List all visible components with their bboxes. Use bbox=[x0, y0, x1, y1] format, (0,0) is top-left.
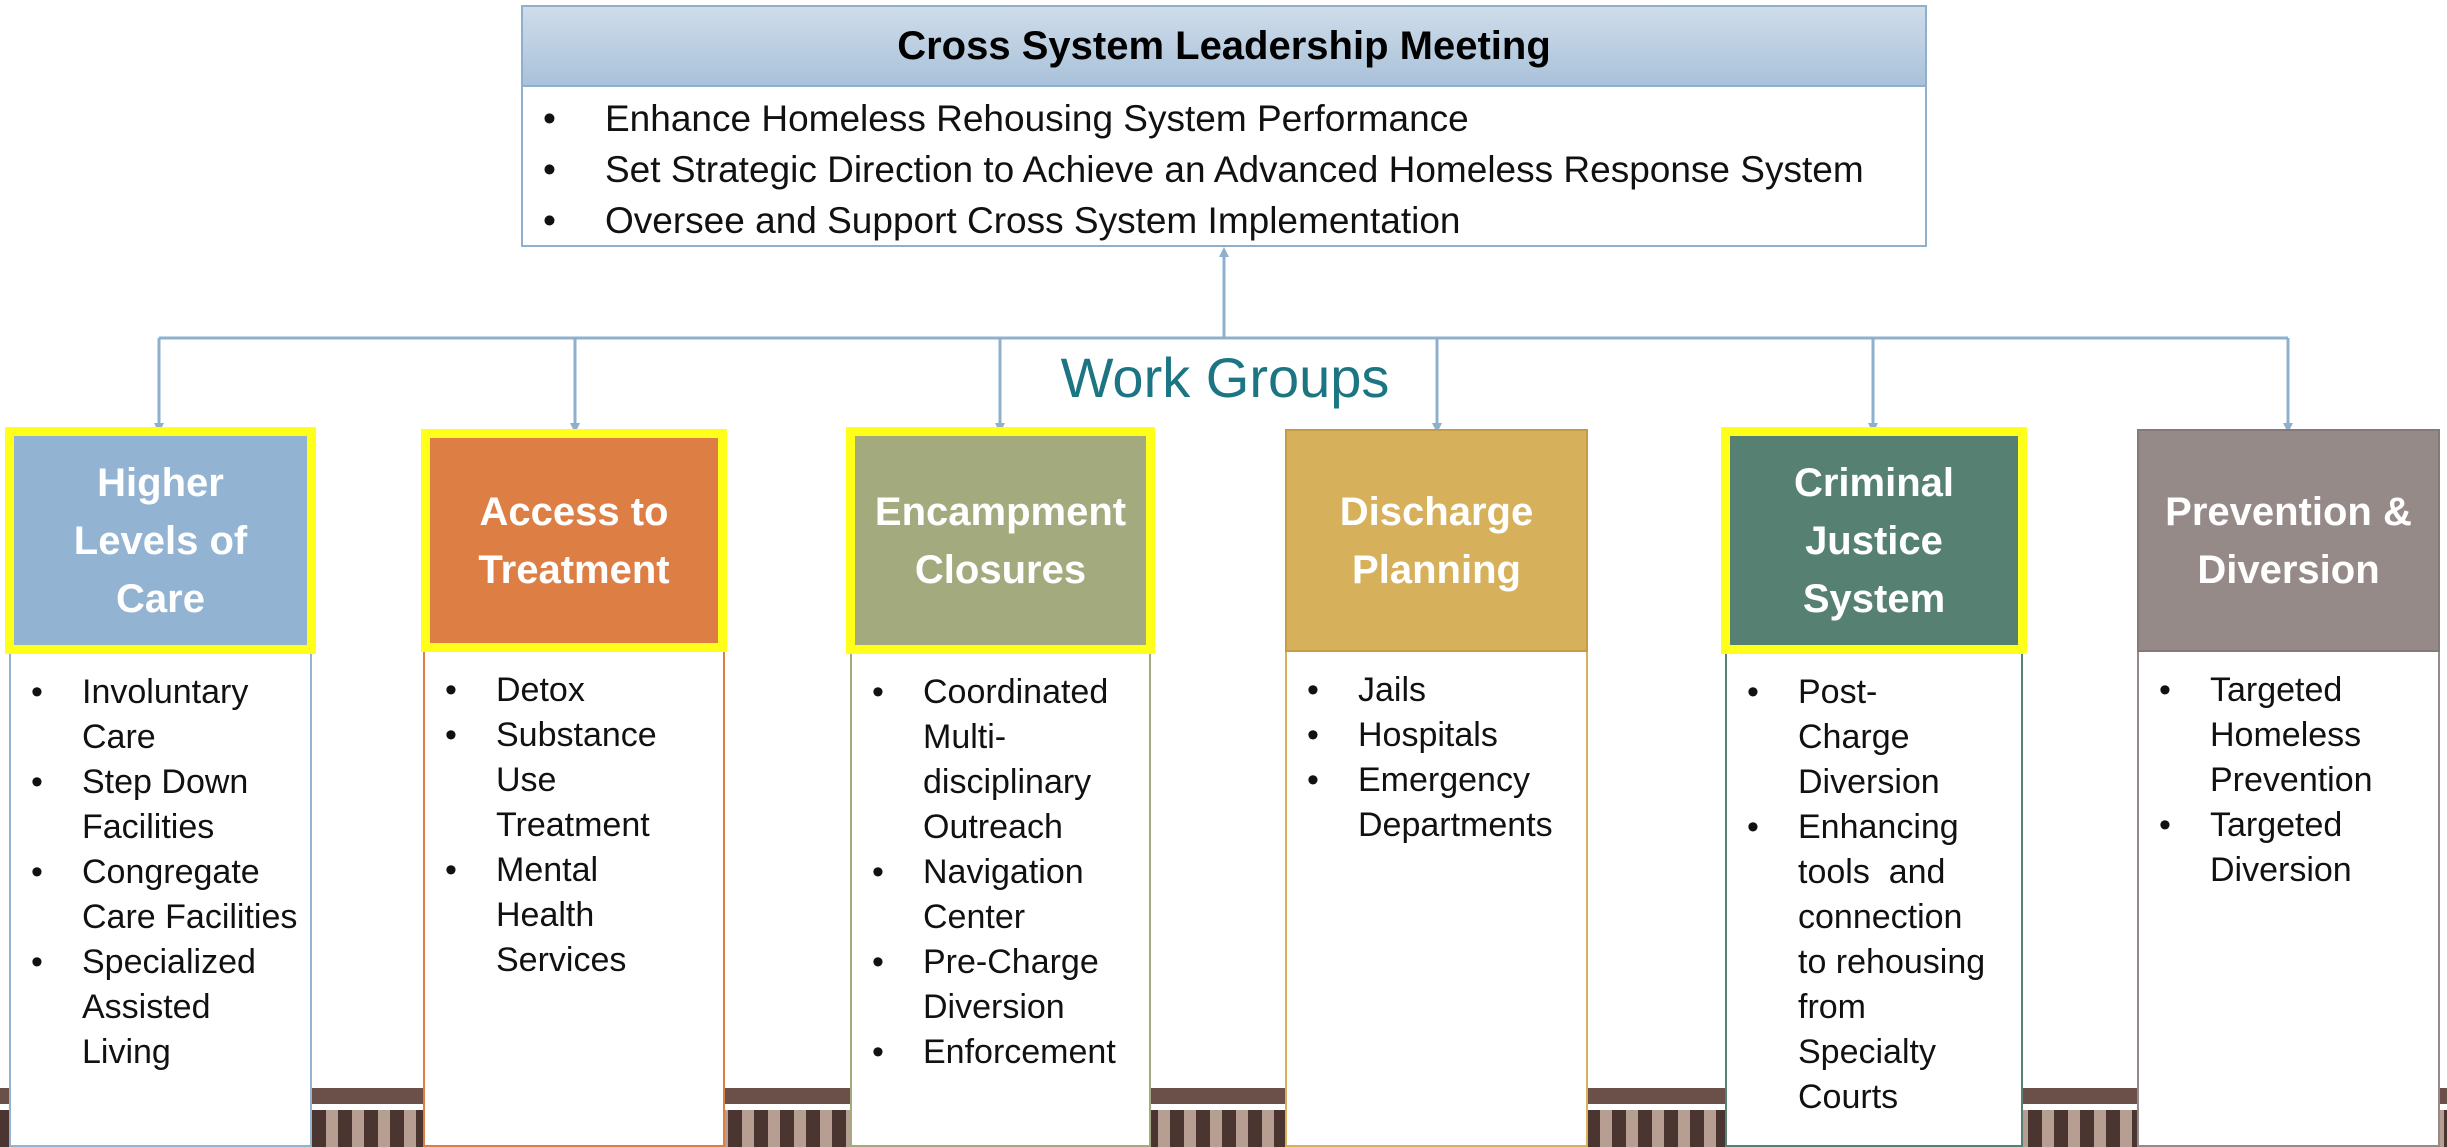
list-item-text: Post-Charge Diversion bbox=[1798, 673, 1940, 801]
list-item-text: Enhancing tools and connection to rehous… bbox=[1798, 808, 1995, 1116]
group-body-encampment-closures: • Coordinated Multi-disciplinary Outreach… bbox=[850, 654, 1151, 1147]
list-item: • Jails bbox=[1307, 668, 1580, 713]
bullet-icon: • bbox=[31, 763, 43, 801]
group-title: Encampment Closures bbox=[874, 489, 1127, 592]
list-item-text: Pre-Charge Diversion bbox=[923, 943, 1099, 1026]
bullet-icon: • bbox=[445, 851, 457, 889]
group-title: Prevention & Diversion bbox=[2165, 489, 2412, 592]
list-item-text: Step Down Facilities bbox=[82, 763, 249, 846]
list-item: • Hospitals bbox=[1307, 713, 1580, 758]
group-header-access-to-treatment: Access to Treatment bbox=[421, 429, 727, 652]
bullet-icon: • bbox=[1307, 761, 1319, 799]
list-item: • Set Strategic Direction to Achieve an A… bbox=[543, 144, 1925, 195]
group-header-encampment-closures: Encampment Closures bbox=[846, 427, 1155, 654]
list-item: • Navigation Center bbox=[872, 850, 1143, 940]
bullet-icon: • bbox=[2159, 806, 2171, 844]
group-body-access-to-treatment: • Detox • Substance Use Treatment • Mental … bbox=[423, 652, 725, 1147]
list-item-text: Specialized Assisted Living bbox=[82, 943, 256, 1071]
list-item-text: Hospitals bbox=[1358, 716, 1498, 754]
group-title: Access to Treatment bbox=[478, 489, 670, 592]
group-body-discharge-planning: • Jails • Hospitals • Emergency Departments bbox=[1285, 652, 1588, 1147]
bullet-icon: • bbox=[445, 716, 457, 754]
list-item-text: Enhance Homeless Rehousing System Perfor… bbox=[605, 98, 1469, 139]
bullet-icon: • bbox=[1307, 671, 1319, 709]
list-item: • Involuntary Care bbox=[31, 670, 304, 760]
bullet-icon: • bbox=[31, 853, 43, 891]
list-item: • Coordinated Multi-disciplinary Outreach bbox=[872, 670, 1143, 850]
list-item: • Pre-Charge Diversion bbox=[872, 940, 1143, 1030]
group-title: Criminal Justice System bbox=[1793, 460, 1955, 621]
list-item: • Targeted Diversion bbox=[2159, 803, 2432, 893]
bullet-icon: • bbox=[1307, 716, 1319, 754]
group-list: •Involuntary Care •Step Down Facilities … bbox=[31, 670, 304, 1075]
list-item-text: Congregate Care Facilities bbox=[82, 853, 298, 936]
list-item-text: Enforcement bbox=[923, 1033, 1116, 1071]
group-body-criminal-justice-system: • Post-Charge Diversion • Enhancing tools … bbox=[1725, 654, 2023, 1147]
group-body-higher-levels-of-care: •Involuntary Care •Step Down Facilities … bbox=[9, 654, 312, 1147]
bullet-icon: • bbox=[872, 673, 884, 711]
group-list: • Jails • Hospitals • Emergency Departments bbox=[1307, 668, 1580, 848]
footer-band bbox=[0, 1088, 2447, 1104]
list-item-text: Emergency Departments bbox=[1358, 761, 1553, 844]
list-item-text: Targeted Homeless Prevention bbox=[2210, 671, 2373, 799]
list-item-text: Navigation Center bbox=[923, 853, 1084, 936]
list-item: • Oversee and Support Cross System Implem… bbox=[543, 195, 1925, 246]
bullet-icon: • bbox=[543, 149, 556, 190]
bullet-icon: • bbox=[543, 98, 556, 139]
bullet-icon: • bbox=[31, 673, 43, 711]
group-header-criminal-justice-system: Criminal Justice System bbox=[1721, 427, 2027, 654]
bullet-icon: • bbox=[31, 943, 43, 981]
bullet-icon: • bbox=[872, 943, 884, 981]
list-item-text: Mental Health Services bbox=[496, 851, 627, 979]
group-list: • Coordinated Multi-disciplinary Outreach… bbox=[872, 670, 1143, 1075]
list-item: • Step Down Facilities bbox=[31, 760, 304, 850]
list-item-text: Substance Use Treatment bbox=[496, 716, 657, 844]
list-item: • Congregate Care Facilities bbox=[31, 850, 304, 940]
list-item: • Enhance Homeless Rehousing System Perfo… bbox=[543, 93, 1925, 144]
leadership-body: • Enhance Homeless Rehousing System Perfo… bbox=[521, 87, 1927, 247]
bullet-icon: • bbox=[1747, 673, 1759, 711]
bullet-icon: • bbox=[2159, 671, 2171, 709]
bullet-icon: • bbox=[872, 1033, 884, 1071]
list-item: • Enhancing tools and connection to rehou… bbox=[1747, 805, 2015, 1120]
leadership-list: • Enhance Homeless Rehousing System Perfo… bbox=[543, 93, 1925, 246]
list-item: • Post-Charge Diversion bbox=[1747, 670, 2015, 805]
list-item: • Specialized Assisted Living bbox=[31, 940, 304, 1075]
leadership-title: Cross System Leadership Meeting bbox=[897, 23, 1551, 68]
group-list: • Targeted Homeless Prevention • Targeted … bbox=[2159, 668, 2432, 893]
list-item-text: Oversee and Support Cross System Impleme… bbox=[605, 200, 1461, 241]
bullet-icon: • bbox=[872, 853, 884, 891]
list-item-text: Detox bbox=[496, 671, 585, 709]
group-list: • Post-Charge Diversion • Enhancing tools … bbox=[1747, 670, 2015, 1120]
leadership-header: Cross System Leadership Meeting bbox=[521, 5, 1927, 87]
list-item: • Emergency Departments bbox=[1307, 758, 1580, 848]
list-item: • Mental Health Services bbox=[445, 848, 717, 983]
group-header-higher-levels-of-care: Higher Levels of Care bbox=[5, 427, 316, 654]
list-item-text: Jails bbox=[1358, 671, 1427, 709]
list-item: • Enforcement bbox=[872, 1030, 1143, 1075]
group-list: • Detox • Substance Use Treatment • Mental … bbox=[445, 668, 717, 983]
group-title: Discharge Planning bbox=[1339, 489, 1534, 592]
group-title: Higher Levels of Care bbox=[73, 460, 248, 621]
list-item-text: Set Strategic Direction to Achieve an Ad… bbox=[605, 149, 1864, 190]
group-body-prevention-and-diversion: • Targeted Homeless Prevention • Targeted … bbox=[2137, 652, 2440, 1147]
footer-stripes bbox=[0, 1110, 2447, 1147]
list-item-text: Involuntary Care bbox=[82, 673, 249, 756]
list-item: • Targeted Homeless Prevention bbox=[2159, 668, 2432, 803]
group-header-prevention-and-diversion: Prevention & Diversion bbox=[2137, 429, 2440, 652]
footer-band-divider bbox=[0, 1104, 2447, 1110]
list-item-text: Targeted Diversion bbox=[2210, 806, 2352, 889]
bullet-icon: • bbox=[1747, 808, 1759, 846]
bullet-icon: • bbox=[445, 671, 457, 709]
list-item: • Substance Use Treatment bbox=[445, 713, 717, 848]
group-header-discharge-planning: Discharge Planning bbox=[1285, 429, 1588, 652]
bullet-icon: • bbox=[543, 200, 556, 241]
list-item-text: Coordinated Multi-disciplinary Outreach bbox=[923, 673, 1109, 846]
work-groups-label: Work Groups bbox=[1040, 343, 1410, 413]
list-item: • Detox bbox=[445, 668, 717, 713]
